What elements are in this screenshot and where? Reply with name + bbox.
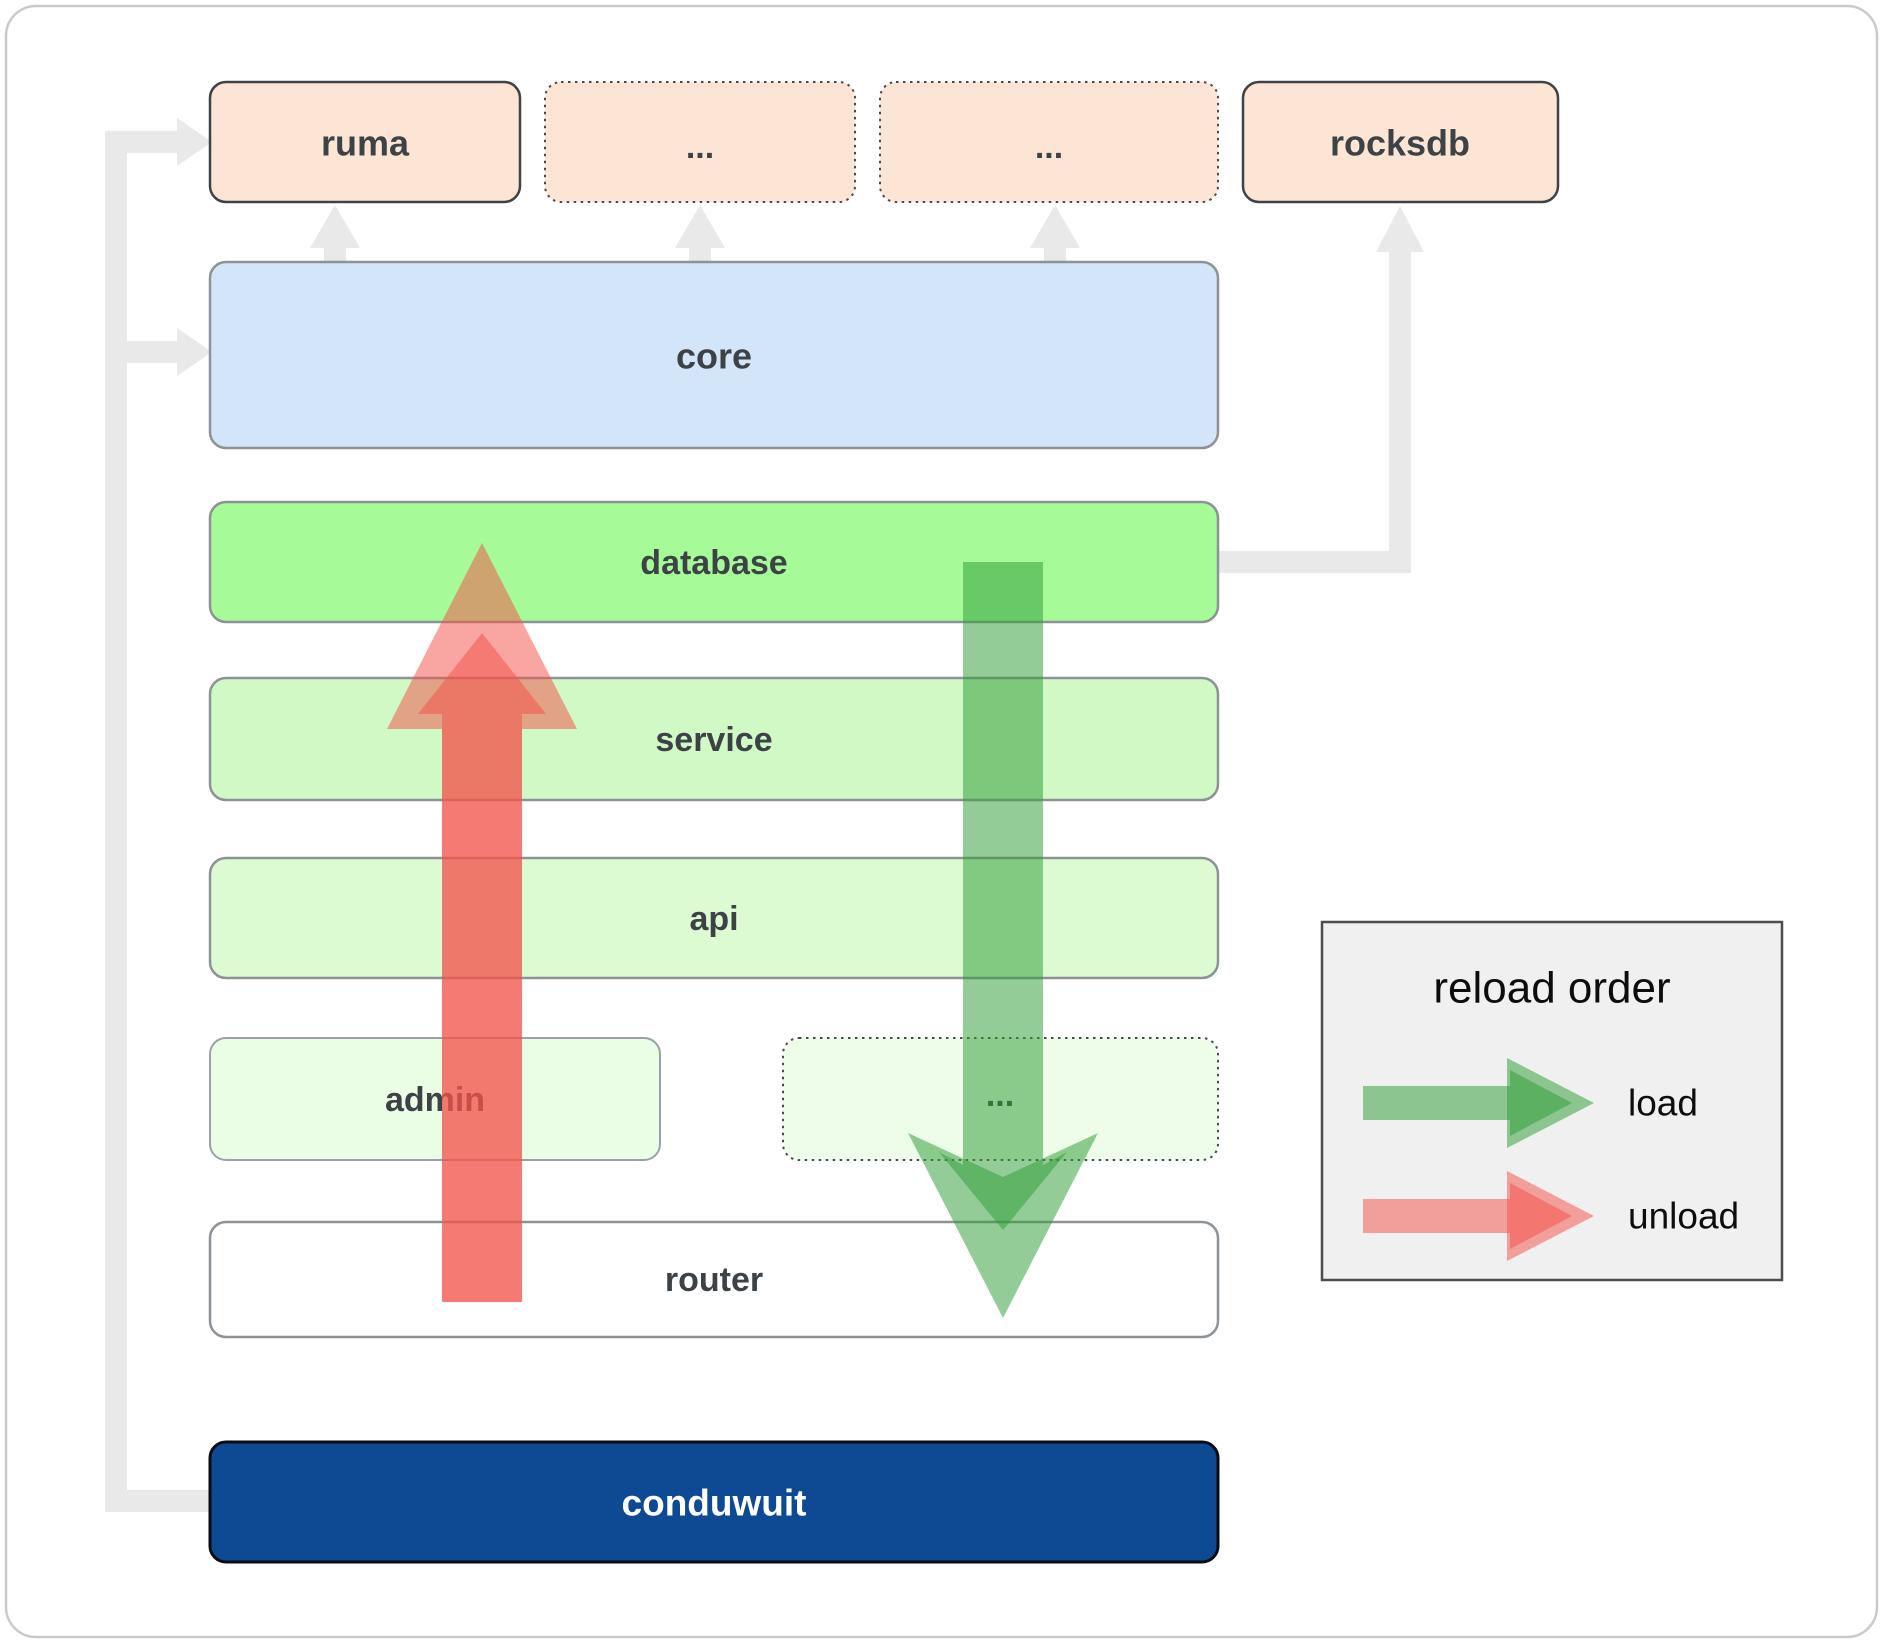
arrowhead-into-core-icon xyxy=(177,328,212,376)
node-conduwuit xyxy=(208,1440,1220,1564)
load-arrow-inner-icon xyxy=(939,562,1067,1230)
legend-load-arrow-outer-icon xyxy=(1507,1058,1594,1148)
arrowhead-core-to-dots1-icon xyxy=(675,205,725,248)
conduwuit-branch-line xyxy=(105,1490,210,1512)
node-crate-ellipsis-2 xyxy=(879,81,1219,203)
node-ruma xyxy=(208,80,522,204)
node-ruma-label: ruma xyxy=(321,123,410,164)
node-service-label: service xyxy=(655,721,772,759)
node-conduwuit-label: conduwuit xyxy=(622,1483,807,1524)
node-crate-ellipsis-1 xyxy=(544,81,856,203)
node-rocksdb-label: rocksdb xyxy=(1330,123,1470,164)
node-api-label: api xyxy=(689,900,738,938)
arrowhead-into-rocksdb-icon xyxy=(1376,206,1424,252)
database-to-rocksdb-hline xyxy=(1218,551,1389,573)
ruma-branch-line xyxy=(105,131,177,153)
legend-unload-label: unload xyxy=(1628,1196,1739,1237)
node-core xyxy=(208,260,1220,450)
arrowhead-core-to-ruma-icon xyxy=(310,205,360,248)
unload-arrow xyxy=(387,543,577,1302)
arrowhead-into-ruma-icon xyxy=(177,118,212,166)
gray-connectors xyxy=(105,118,1424,1512)
node-core-label: core xyxy=(676,336,752,377)
node-rocksdb xyxy=(1241,80,1560,204)
node-crate-ellipsis-2-label: ... xyxy=(1035,128,1063,166)
node-admin xyxy=(209,1037,661,1161)
legend-unload-arrow-outer-icon xyxy=(1507,1171,1594,1261)
page-border xyxy=(4,4,1879,1639)
arrowhead-core-to-dots2-icon xyxy=(1030,205,1080,248)
legend-load-label: load xyxy=(1628,1083,1698,1124)
node-crate-ellipsis-1-label: ... xyxy=(686,128,714,166)
node-database-label: database xyxy=(640,544,787,582)
core-branch-line xyxy=(127,341,177,363)
load-arrow xyxy=(908,562,1098,1318)
node-router-label: router xyxy=(665,1261,763,1299)
legend: reload order load unload xyxy=(1320,920,1784,1282)
load-arrow-outer-icon xyxy=(908,1133,1098,1318)
left-spine-line xyxy=(105,131,127,1512)
unload-arrow-inner-icon xyxy=(418,633,546,1302)
legend-title: reload order xyxy=(1433,964,1670,1013)
database-to-rocksdb-vline xyxy=(1389,248,1411,573)
